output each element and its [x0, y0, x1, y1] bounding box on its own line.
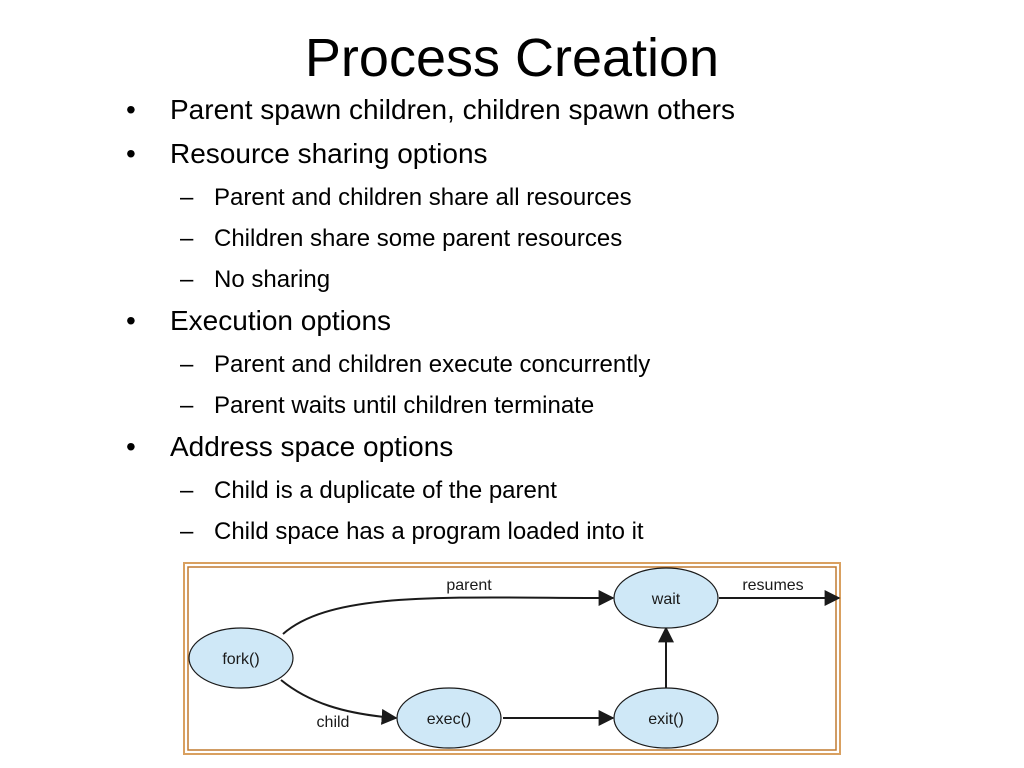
diagram-canvas: fork() exec() wait exit() parent child r… [183, 562, 841, 755]
diagram-frame-inner [187, 566, 837, 751]
parent-edge [282, 589, 615, 635]
sub-bullet-mark: – [180, 184, 194, 211]
sub-bullet-text: Child is a duplicate of the parent [214, 477, 557, 504]
sub-bullet-item: – Child space has a program loaded into … [126, 517, 735, 547]
child-edge-label: child [317, 714, 350, 731]
sub-bullet-mark: – [180, 225, 194, 252]
exec-label: exec() [427, 711, 471, 728]
slide-title: Process Creation [304, 28, 720, 88]
sub-bullet-mark: – [180, 351, 194, 378]
sub-bullet-mark: – [180, 477, 194, 504]
bullet-text: Parent spawn children, children spawn ot… [170, 94, 735, 125]
sub-bullet-text: Children share some parent resources [214, 225, 623, 252]
diagram-frame-outer [183, 562, 841, 755]
bullet-mark: • [126, 94, 136, 125]
sub-bullet-text: Parent and children execute concurrently [214, 351, 651, 378]
fork-label: fork() [222, 651, 259, 668]
sub-bullet-item: – No sharing [126, 265, 735, 295]
resumes-edge-label: resumes [742, 577, 803, 594]
wait-label: wait [651, 591, 681, 608]
process-creation-diagram: fork() exec() wait exit() parent child r… [183, 562, 841, 755]
sub-bullet-text: Parent waits until children terminate [214, 392, 595, 419]
bullet-text: Resource sharing options [170, 138, 488, 169]
bullet-item: • Resource sharing options [126, 136, 735, 172]
sub-bullet-text: Child space has a program loaded into it [214, 518, 644, 545]
sub-bullet-mark: – [180, 392, 194, 419]
bullet-text: Address space options [170, 431, 454, 462]
bullet-text: Execution options [170, 305, 392, 336]
sub-bullet-mark: – [180, 518, 194, 545]
bullet-list: • Parent spawn children, children spawn … [126, 92, 735, 547]
sub-bullet-text: No sharing [214, 266, 331, 293]
sub-bullet-mark: – [180, 266, 194, 293]
bullet-mark: • [126, 305, 136, 336]
sub-bullet-item: – Children share some parent resources [126, 224, 735, 254]
fork-node [188, 627, 294, 689]
parent-edge-label: parent [446, 577, 492, 594]
bullet-item: • Execution options [126, 303, 735, 339]
bullet-item: • Parent spawn children, children spawn … [126, 92, 735, 128]
sub-bullet-item: – Parent and children execute concurrent… [126, 350, 735, 380]
sub-bullet-text: Parent and children share all resources [214, 184, 632, 211]
exec-node [396, 687, 502, 749]
bullet-item: • Address space options [126, 429, 735, 465]
bullet-mark: • [126, 138, 136, 169]
sub-bullet-item: – Parent and children share all resource… [126, 183, 735, 213]
exit-label: exit() [648, 711, 684, 728]
sub-bullet-item: – Parent waits until children terminate [126, 391, 735, 421]
exit-node [613, 687, 719, 749]
wait-node [613, 567, 719, 629]
bullet-mark: • [126, 431, 136, 462]
sub-bullet-item: – Child is a duplicate of the parent [126, 476, 735, 506]
child-edge [280, 679, 398, 725]
